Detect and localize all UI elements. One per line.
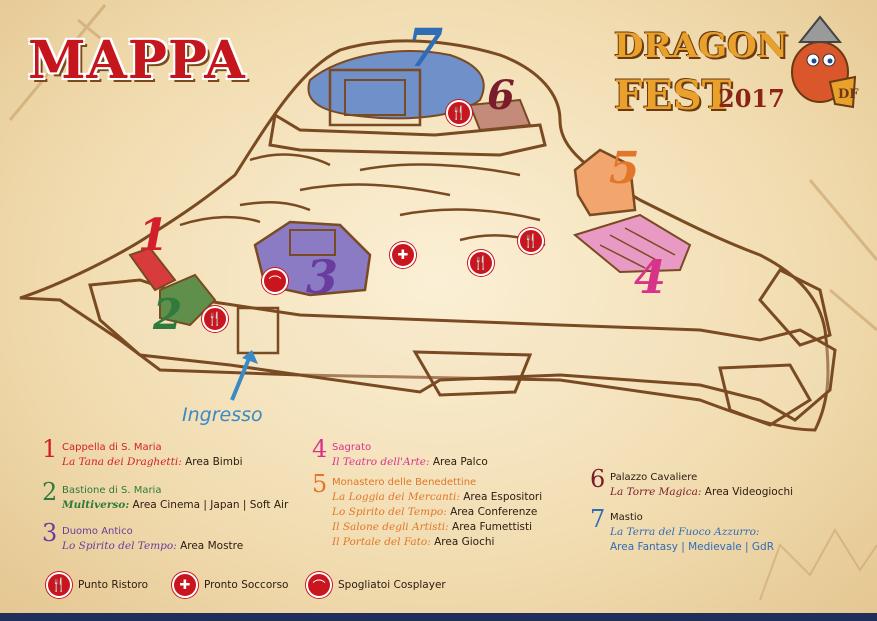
legend-number: 2 [42, 478, 58, 506]
decor-crown-bottom-right [759, 528, 877, 601]
hanger-icon[interactable]: ⌒ [262, 268, 288, 294]
food-icon[interactable]: 🍴 [202, 306, 228, 332]
legend-number: 4 [312, 435, 328, 463]
legend-item-3: 3 Duomo Antico Lo Spirito del Tempo: Are… [42, 519, 302, 554]
legend-item-7: 7 Mastio La Terra del Fuoco Azzurro: Are… [590, 505, 850, 555]
first-aid-icon: ✚ [172, 572, 198, 598]
rock-strata [179, 153, 546, 247]
map-number-3[interactable]: 3 [306, 250, 338, 304]
bottom-bar [0, 613, 877, 621]
logo-word-fest: FEST [614, 72, 732, 119]
legend-area: Area Espositori [463, 491, 543, 503]
entrance-label: Ingresso [182, 404, 263, 426]
key-label: Punto Ristoro [78, 579, 149, 591]
legend-place: Sagrato [332, 442, 372, 453]
map-number-2-text: 2 [153, 290, 183, 339]
legend-item-6: 6 Palazzo Cavaliere La Torre Magica: Are… [590, 465, 850, 500]
area-1-cappella[interactable] [128, 246, 177, 292]
legend-item-1: 1 Cappella di S. Maria La Tana dei Dragh… [42, 435, 292, 470]
legend-area: Area Fumettisti [452, 521, 532, 533]
legend-area: Area Cinema | Japan | Soft Air [132, 499, 289, 511]
food-icon[interactable]: 🍴 [468, 250, 494, 276]
legend-event: Il Teatro dell'Arte: [332, 456, 430, 468]
legend-place: Mastio [610, 512, 643, 523]
hanger-icon: ⌒ [306, 572, 332, 598]
food-icon[interactable]: 🍴 [518, 228, 544, 254]
logo-badge-text: DF [838, 87, 859, 102]
map-number-6[interactable]: 6 [487, 72, 515, 119]
legend-item-2: 2 Bastione di S. Maria Multiverso: Area … [42, 478, 302, 513]
legend-item-4: 4 Sagrato Il Teatro dell'Arte: Area Palc… [312, 435, 572, 470]
legend-event: Lo Spirito del Tempo: [62, 540, 177, 552]
map-number-1[interactable]: 1 [138, 210, 169, 261]
legend-place: Duomo Antico [62, 526, 133, 537]
entrance-arrow [230, 355, 252, 401]
legend-number: 1 [42, 435, 58, 463]
legend-area: Area Giochi [434, 536, 495, 548]
food-icon: 🍴 [46, 572, 72, 598]
legend-item-5: 5 Monastero delle Benedettine La Loggia … [312, 470, 582, 550]
legend-event: Il Portale del Fato: [332, 536, 431, 548]
legend-area: Area Conferenze [450, 506, 538, 518]
area-4-sagrato[interactable] [572, 213, 692, 274]
dragon-mascot-icon: DF [791, 15, 859, 109]
legend-area: Area Fantasy | Medievale | GdR [610, 541, 775, 553]
entrance-gate[interactable] [236, 306, 280, 355]
legend-area: Area Palco [432, 456, 488, 468]
map-number-3-text: 3 [306, 250, 339, 304]
legend-event: Multiverso: [62, 499, 130, 511]
legend-area: Area Bimbi [185, 456, 243, 468]
legend-area: Area Mostre [180, 540, 244, 552]
legend-number: 5 [312, 470, 328, 498]
logo-word-dragon: DRAGON [614, 26, 788, 66]
decor-sword-right [808, 179, 877, 332]
map-number-6-text: 6 [487, 72, 515, 119]
map-number-7-text: 7 [407, 18, 444, 79]
legend-event: La Tana dei Draghetti: [62, 456, 182, 468]
key-first-aid: ✚ Pronto Soccorso [172, 572, 288, 598]
legend-event: La Terra del Fuoco Azzurro: [610, 526, 760, 538]
upper-castle-walls [268, 112, 547, 157]
legend-place: Bastione di S. Maria [62, 485, 162, 496]
map-number-7[interactable]: 7 [407, 18, 443, 79]
legend-place: Monastero delle Benedettine [332, 477, 477, 488]
legend-event: La Loggia dei Mercanti: [332, 491, 460, 503]
legend-area: Area Videogiochi [704, 486, 794, 498]
legend-place: Palazzo Cavaliere [610, 472, 698, 483]
key-food: 🍴 Punto Ristoro [46, 572, 148, 598]
area-6-palazzo[interactable] [468, 98, 532, 132]
bastion-bottom [412, 350, 533, 397]
food-icon[interactable]: 🍴 [446, 100, 472, 126]
legend-event: Lo Spirito del Tempo: [332, 506, 447, 518]
area-5-monastero[interactable] [573, 148, 637, 217]
decor-sword-top-left [8, 4, 107, 121]
outer-walls [88, 278, 837, 422]
first-aid-icon[interactable]: ✚ [390, 242, 416, 268]
map-number-4-text: 4 [634, 250, 667, 304]
key-label: Pronto Soccorso [204, 579, 289, 591]
map-number-1-text: 1 [138, 210, 169, 261]
key-hanger: ⌒ Spogliatoi Cosplayer [306, 572, 446, 598]
legend-number: 7 [590, 505, 606, 533]
map-number-4[interactable]: 4 [634, 250, 666, 304]
hill-outline [19, 39, 830, 432]
legend-number: 3 [42, 519, 58, 547]
bastion-bottom-right [718, 363, 813, 427]
legend-event: La Torre Magica: [610, 486, 702, 498]
bastion-right [758, 268, 832, 347]
map-number-5[interactable]: 5 [609, 143, 640, 194]
dragonfest-logo: DRAGON FEST 2017 DF [610, 15, 865, 132]
map-title: MAPPA [28, 30, 246, 91]
legend-event: Il Salone degli Artisti: [332, 521, 449, 533]
logo-year: 2017 [718, 84, 785, 113]
map-number-2[interactable]: 2 [153, 290, 182, 339]
map-number-5-text: 5 [609, 143, 640, 194]
legend-place: Cappella di S. Maria [62, 442, 162, 453]
legend-number: 6 [590, 465, 606, 493]
key-label: Spogliatoi Cosplayer [338, 579, 446, 591]
